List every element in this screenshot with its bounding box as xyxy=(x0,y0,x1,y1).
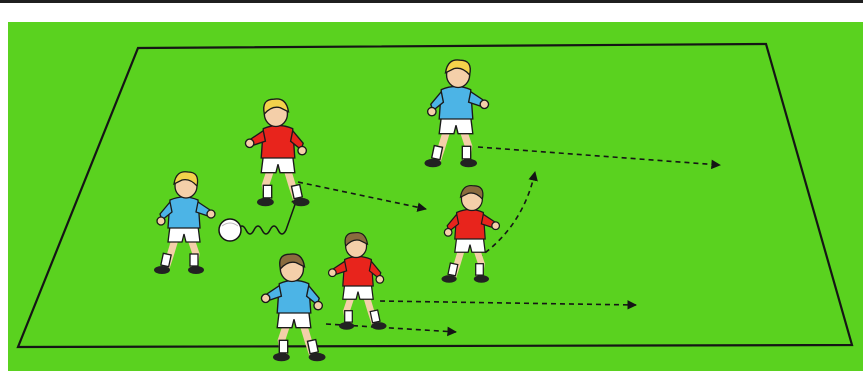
training-drill-diagram xyxy=(8,22,863,371)
grass-field xyxy=(8,22,863,371)
ball xyxy=(219,219,241,241)
top-rule xyxy=(0,0,863,3)
